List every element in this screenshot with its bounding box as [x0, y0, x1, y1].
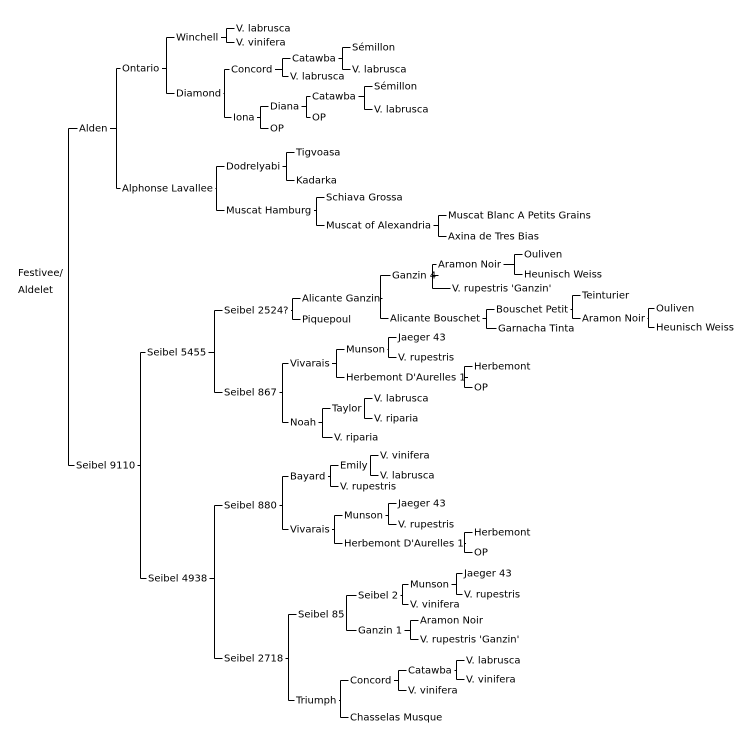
node-s-millon: Sémillon — [374, 81, 417, 93]
node-garnacha-tinta: Garnacha Tinta — [498, 324, 574, 335]
node-herbemont: Herbemont — [474, 528, 530, 539]
node-herbemont: Herbemont — [474, 362, 530, 373]
node-ouliven: Ouliven — [656, 304, 694, 315]
node-taylor: Taylor — [331, 404, 362, 415]
node-winchell: Winchell — [176, 33, 218, 44]
node-v-vinifera: V. vinifera — [466, 675, 516, 686]
node-munson: Munson — [344, 511, 383, 522]
node-v-labrusca: V. labrusca — [290, 72, 344, 83]
node-aramon-noir: Aramon Noir — [438, 260, 502, 271]
node-op: OP — [270, 124, 284, 135]
node-chasselas-musque: Chasselas Musque — [350, 713, 442, 724]
node-op: OP — [474, 383, 488, 394]
node-heunisch-weiss: Heunisch Weiss — [656, 323, 734, 334]
node-alicante-ganzin: Alicante Ganzin — [302, 294, 380, 305]
node-v-rupestris: V. rupestris — [398, 520, 454, 531]
node-triumph: Triumph — [295, 696, 336, 707]
node-v-rupestris-ganzin: V. rupestris 'Ganzin' — [452, 284, 551, 295]
node-aramon-noir: Aramon Noir — [420, 616, 484, 627]
node-muscat-blanc-a-petits-grains: Muscat Blanc A Petits Grains — [448, 211, 591, 222]
node-labels: Festivee/Aldelet Alden Ontario Winchell V. l… — [18, 24, 734, 724]
node-diamond: Diamond — [176, 89, 221, 100]
node-munson: Munson — [346, 345, 385, 356]
node-ontario: Ontario — [122, 64, 159, 75]
node-alphonse-lavallee: Alphonse Lavallee — [122, 184, 213, 195]
node-seibel-9110: Seibel 9110 — [76, 461, 135, 472]
node-concord: Concord — [350, 676, 391, 687]
node-seibel-867: Seibel 867 — [224, 388, 277, 399]
node-v-labrusca: V. labrusca — [374, 105, 428, 116]
node-iona: Iona — [233, 113, 255, 124]
node-schiava-grossa: Schiava Grossa — [326, 193, 403, 204]
node-v-rupestris: V. rupestris — [398, 353, 454, 364]
connector-lines — [68, 28, 655, 718]
node-v-vinifera: V. vinifera — [236, 38, 286, 49]
node-seibel-4938: Seibel 4938 — [148, 574, 207, 585]
node-vivarais: Vivarais — [290, 525, 330, 536]
node-v-labrusca: V. labrusca — [374, 394, 428, 405]
node-v-vinifera: V. vinifera — [380, 451, 430, 462]
node-ganzin-1: Ganzin 1 — [358, 626, 402, 637]
node-noah: Noah — [290, 418, 316, 429]
node-seibel-2: Seibel 2 — [358, 591, 398, 602]
node-alicante-bouschet: Alicante Bouschet — [390, 314, 480, 325]
node-herbemont-d-aurelles-1: Herbemont D'Aurelles 1 — [346, 373, 466, 384]
node-bayard: Bayard — [290, 472, 325, 483]
node-s-millon: Sémillon — [352, 42, 395, 54]
node-festivee-aldelet: Festivee/Aldelet — [18, 268, 63, 296]
node-v-labrusca: V. labrusca — [236, 24, 290, 35]
node-v-labrusca: V. labrusca — [380, 471, 434, 482]
node-v-labrusca: V. labrusca — [466, 656, 520, 667]
node-vivarais: Vivarais — [290, 359, 330, 370]
node-v-rupestris: V. rupestris — [464, 590, 520, 601]
node-seibel-2524: Seibel 2524? — [224, 306, 289, 317]
node-seibel-85: Seibel 85 — [298, 610, 344, 621]
node-diana: Diana — [270, 102, 299, 113]
node-muscat-hamburg: Muscat Hamburg — [226, 206, 311, 217]
node-muscat-of-alexandria: Muscat of Alexandria — [326, 221, 431, 232]
node-seibel-2718: Seibel 2718 — [224, 654, 283, 665]
node-tigvoasa: Tigvoasa — [295, 148, 340, 159]
node-v-vinifera: V. vinifera — [408, 686, 458, 697]
node-v-rupestris: V. rupestris — [340, 482, 396, 493]
node-v-riparia: V. riparia — [374, 414, 418, 425]
node-v-riparia: V. riparia — [334, 433, 378, 444]
node-aramon-noir: Aramon Noir — [582, 314, 646, 325]
node-catawba: Catawba — [408, 666, 452, 677]
node-ganzin-4: Ganzin 4 — [392, 271, 436, 282]
node-jaeger-43: Jaeger 43 — [463, 569, 512, 580]
node-bouschet-petit: Bouschet Petit — [496, 305, 568, 316]
node-heunisch-weiss: Heunisch Weiss — [524, 270, 602, 281]
node-catawba: Catawba — [312, 92, 356, 103]
node-op: OP — [474, 548, 488, 559]
node-jaeger-43: Jaeger 43 — [397, 333, 446, 344]
node-jaeger-43: Jaeger 43 — [397, 499, 446, 510]
node-seibel-880: Seibel 880 — [224, 501, 277, 512]
node-munson: Munson — [410, 580, 449, 591]
node-v-vinifera: V. vinifera — [410, 600, 460, 611]
node-axina-de-tres-bias: Axina de Tres Bias — [448, 232, 539, 243]
node-dodrelyabi: Dodrelyabi — [226, 162, 280, 173]
node-v-rupestris-ganzin: V. rupestris 'Ganzin' — [420, 635, 519, 646]
node-v-labrusca: V. labrusca — [352, 65, 406, 76]
node-ouliven: Ouliven — [524, 250, 562, 261]
node-piquepoul: Piquepoul — [302, 315, 351, 326]
node-teinturier: Teinturier — [581, 291, 630, 302]
node-alden: Alden — [79, 124, 107, 135]
node-emily: Emily — [340, 461, 368, 472]
node-seibel-5455: Seibel 5455 — [147, 348, 206, 359]
node-concord: Concord — [231, 65, 272, 76]
node-op: OP — [312, 113, 326, 124]
node-catawba: Catawba — [292, 54, 336, 65]
node-herbemont-d-aurelles-1: Herbemont D'Aurelles 1 — [344, 539, 464, 550]
node-kadarka: Kadarka — [296, 176, 337, 187]
